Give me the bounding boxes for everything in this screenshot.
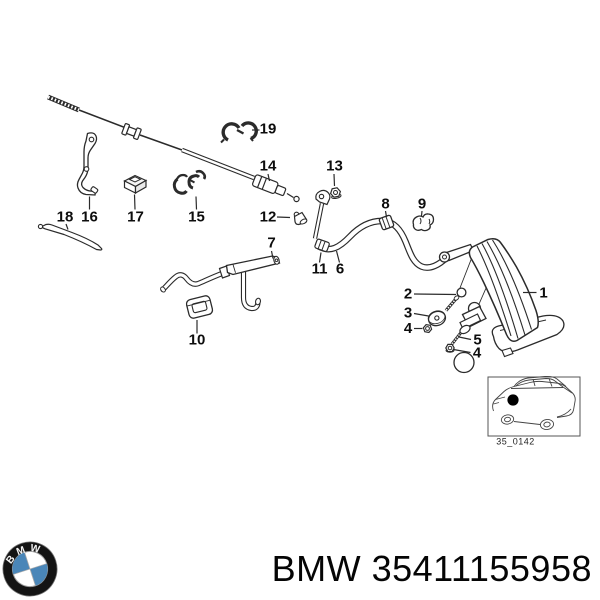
throttle-cable-drawing [47,94,300,203]
hose-drawing-6 [315,217,450,271]
pin-drawing-2 [444,287,467,312]
detail-circle [453,351,475,374]
callout-18: 18 [57,209,74,226]
thumbnail-code: 35_0142 [496,437,535,447]
callout-6: 6 [336,261,344,278]
part-number-text: 35411155958 [371,548,592,589]
bmw-logo: BMW [2,540,58,597]
callout-9: 9 [418,196,426,213]
car-location-thumbnail: 35_0142 [487,375,581,447]
fitting-drawing-12 [293,211,308,226]
callout-13: 13 [326,158,343,175]
callout-4: 4 [404,320,413,337]
sensor-drawing-5 [450,301,487,345]
link-rod-drawing [312,189,331,239]
bracket-drawing-16 [76,132,99,196]
callout-11: 11 [312,261,328,278]
brand-text: BMW [271,548,362,589]
callout-12: 12 [260,209,277,226]
nut-drawing-4a [422,323,433,334]
pedal-drawing-1 [438,238,565,358]
callout-4b: 4 [473,345,482,362]
callout-3: 3 [404,305,412,322]
clip-drawing-10 [185,295,214,319]
nut-drawing-13 [329,187,342,200]
washer-drawing-3 [427,310,447,327]
callout-19: 19 [260,121,277,138]
connector-drawing-8 [378,214,395,231]
callout-7: 7 [267,235,275,252]
callout-15: 15 [188,209,205,226]
callout-1: 1 [539,285,547,302]
callout-2: 2 [404,286,412,303]
clip-nut-drawing-17 [123,174,148,195]
clip-drawing-9 [412,213,435,232]
rod-drawing-18 [37,223,103,251]
part-number-line: BMW 35411155958 [272,548,592,590]
location-dot [507,394,519,406]
callout-10: 10 [189,332,206,349]
nut-drawing-4b [445,343,455,353]
sleeve-drawing-11 [314,238,330,252]
tube-drawing-7 [160,255,281,312]
callout-14: 14 [260,158,277,175]
callout-17: 17 [127,209,144,226]
leader-lines [65,129,537,354]
callout-16: 16 [81,209,98,226]
callout-8: 8 [381,196,389,213]
clamp-drawing-15 [172,169,207,195]
callout-5: 5 [473,332,481,349]
cable-clip-drawing-19 [220,121,258,144]
